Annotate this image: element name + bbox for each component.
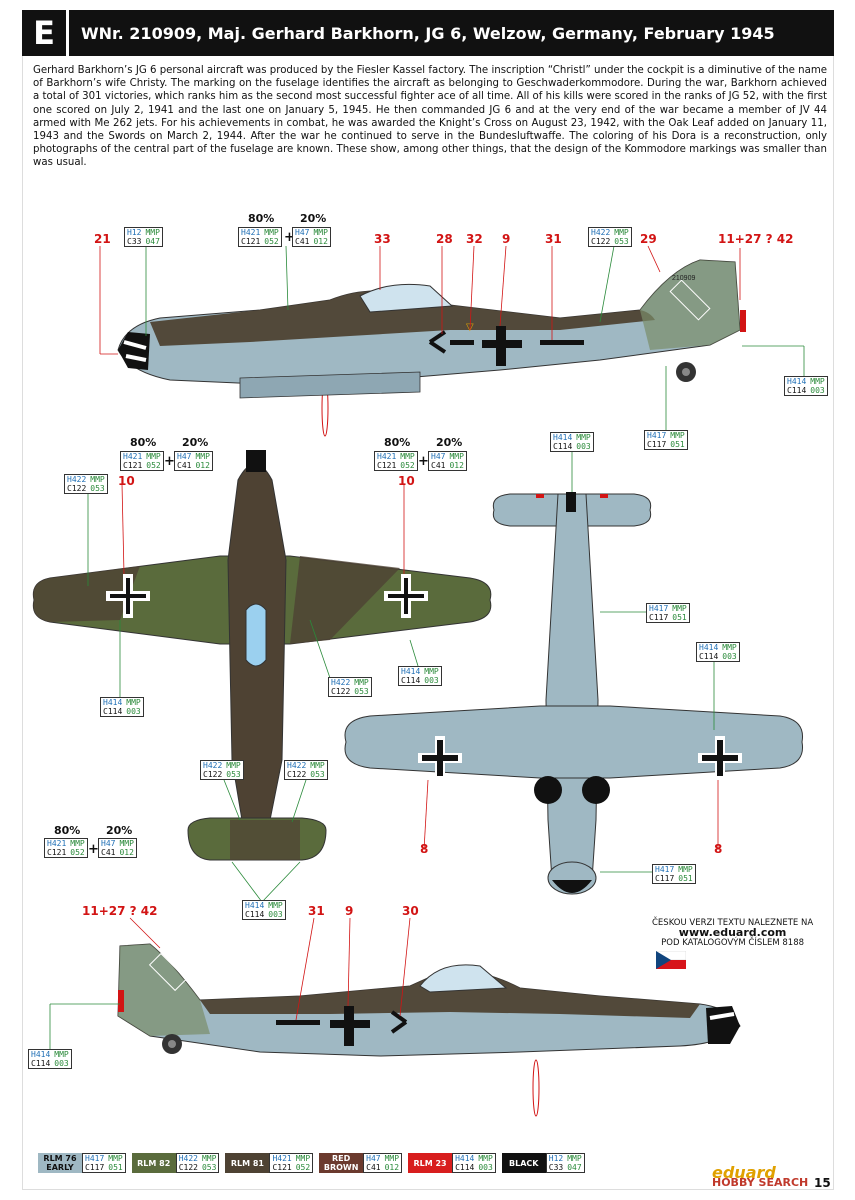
callout-32: 32 xyxy=(466,232,483,246)
bottom-view xyxy=(344,492,804,895)
czech-line-1: ČESKOU VERZI TEXTU NALEZNETE NA xyxy=(652,918,814,928)
callout-30: 30 xyxy=(402,904,419,918)
callout-8-right: 8 xyxy=(714,842,723,856)
mix-plus: + xyxy=(164,454,175,469)
leader-lines-red xyxy=(99,245,741,1021)
hobby-search-watermark: HOBBY SEARCH xyxy=(712,1176,809,1189)
leader-lines-green xyxy=(49,245,805,1050)
profile-header: E WNr. 210909, Maj. Gerhard Barkhorn, JG… xyxy=(22,10,834,56)
eduard-url[interactable]: www.eduard.com xyxy=(678,926,787,939)
callout-10-right: 10 xyxy=(398,474,415,488)
mix-pct-b: 20% xyxy=(182,436,209,449)
page-number: 15 xyxy=(814,1176,831,1190)
description-text: Gerhard Barkhorn’s JG 6 personal aircraf… xyxy=(33,65,828,169)
mix-pct-a: 80% xyxy=(130,436,157,449)
mix-pct-b: 20% xyxy=(106,824,133,837)
callout-9-bottom: 9 xyxy=(345,904,354,918)
side-profile-right xyxy=(117,943,741,1117)
callout-11-27-42-top: 11+27 ? 42 xyxy=(718,232,794,246)
callout-11-27-42-bottom: 11+27 ? 42 xyxy=(82,904,158,918)
callout-10-left: 10 xyxy=(118,474,135,488)
callout-21: 21 xyxy=(94,232,111,246)
mix-plus: + xyxy=(418,454,429,469)
callout-31-bottom: 31 xyxy=(308,904,325,918)
mix-pct-b: 20% xyxy=(436,436,463,449)
czech-flag-icon xyxy=(656,951,686,969)
top-view xyxy=(32,450,492,861)
callout-9: 9 xyxy=(502,232,511,246)
czech-line-2: POD KATALOGOVÝM ČÍSLEM 8188 xyxy=(661,938,805,948)
callout-29: 29 xyxy=(640,232,657,246)
profile-title: WNr. 210909, Maj. Gerhard Barkhorn, JG 6… xyxy=(81,23,775,43)
mix-pct-a: 80% xyxy=(248,212,275,225)
mix-pct-a: 80% xyxy=(384,436,411,449)
profile-letter: E xyxy=(22,10,69,56)
callout-28: 28 xyxy=(436,232,453,246)
eduard-logo: eduard xyxy=(712,1163,776,1182)
mix-plus: + xyxy=(284,230,295,245)
side-top-wnr: 210909 xyxy=(672,275,695,282)
mix-pct-a: 80% xyxy=(54,824,81,837)
callout-8-left: 8 xyxy=(420,842,429,856)
mix-plus: + xyxy=(88,842,99,857)
callout-31: 31 xyxy=(545,232,562,246)
side-profile-left: 210909 ▽ xyxy=(117,259,746,437)
czech-version-note: ČESKOU VERZI TEXTU NALEZNETE NA www.edua… xyxy=(652,918,813,948)
callout-33: 33 xyxy=(374,232,391,246)
mix-pct-b: 20% xyxy=(300,212,327,225)
